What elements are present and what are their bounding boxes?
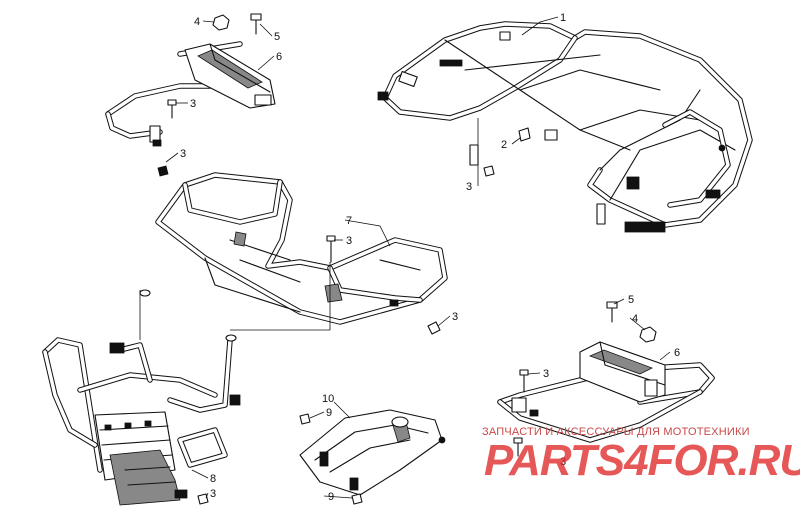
label-part-3: 3 <box>543 368 549 380</box>
label-part-3: 3 <box>560 456 566 468</box>
label-part-2: 2 <box>501 139 507 151</box>
footrest-bracket-upper <box>105 41 276 147</box>
screw-icon <box>167 99 177 106</box>
screw-icon <box>197 493 209 505</box>
bolt-icon <box>250 13 262 21</box>
screw-icon <box>427 321 441 335</box>
label-part-9: 9 <box>326 407 332 419</box>
nut-icon <box>639 326 657 343</box>
leader-lines <box>139 16 671 499</box>
watermark-brand: PARTS4FOR.RU <box>484 436 800 485</box>
skid-plate <box>299 409 446 496</box>
nut-icon <box>212 14 230 31</box>
screw-icon <box>351 493 363 505</box>
clip-part-2 <box>518 127 531 142</box>
screw-icon <box>157 165 169 177</box>
screw-icon <box>326 235 336 242</box>
label-part-3: 3 <box>466 181 472 193</box>
watermark-caption: ЗАПЧАСТИ И АКСЕССУАРЫ ДЛЯ МОТОТЕХНИКИ <box>482 426 750 438</box>
label-part-1: 1 <box>560 12 566 24</box>
label-part-6: 6 <box>276 51 282 63</box>
label-part-3: 3 <box>452 311 458 323</box>
fasteners <box>157 13 657 505</box>
label-part-3: 3 <box>180 148 186 160</box>
part-labels: 1 2 3 4 5 6 3 3 7 3 3 5 4 6 3 10 9 3 8 3… <box>180 12 680 503</box>
label-part-3: 3 <box>210 488 216 500</box>
label-part-4: 4 <box>194 16 200 28</box>
front-bumper <box>42 289 241 506</box>
label-part-8: 8 <box>210 473 216 485</box>
label-part-6: 6 <box>674 347 680 359</box>
label-part-4: 4 <box>632 313 638 325</box>
label-part-5: 5 <box>628 294 634 306</box>
screw-icon <box>519 369 529 376</box>
label-part-5: 5 <box>274 31 280 43</box>
label-part-9: 9 <box>328 491 334 503</box>
front-rack <box>155 172 448 325</box>
footrest-bracket-lower <box>497 341 715 443</box>
rear-rack <box>377 21 753 233</box>
label-part-7: 7 <box>346 215 352 227</box>
label-part-10: 10 <box>322 393 334 405</box>
screw-icon <box>483 165 495 177</box>
label-part-3: 3 <box>346 235 352 247</box>
screw-icon <box>299 413 311 425</box>
label-part-3: 3 <box>190 98 196 110</box>
